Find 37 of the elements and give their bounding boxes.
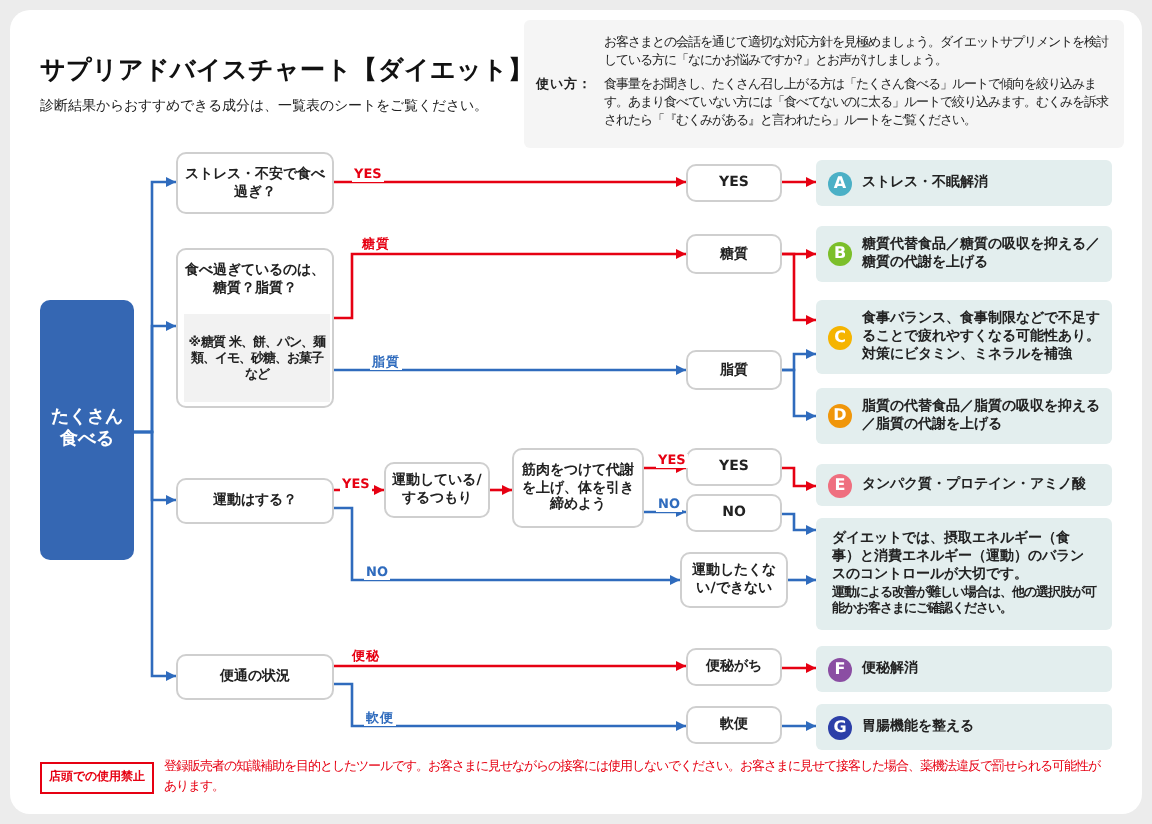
arrow xyxy=(644,506,686,518)
result-box xyxy=(816,160,1112,206)
arrow xyxy=(782,512,816,536)
arrow xyxy=(782,466,816,492)
arrow xyxy=(134,430,176,682)
arrow xyxy=(644,462,686,474)
arrow xyxy=(782,368,816,422)
letter-badge: G xyxy=(828,715,852,739)
result-box xyxy=(816,704,1112,750)
result-box xyxy=(816,300,1112,374)
result-box xyxy=(816,226,1112,282)
arrow xyxy=(782,662,816,674)
arrow xyxy=(788,574,816,586)
letter-badge: F xyxy=(828,657,852,681)
title: サプリアドバイスチャート【ダイエット】 xyxy=(40,54,534,88)
arrow xyxy=(782,176,816,188)
letter-badge: E xyxy=(828,473,852,497)
arrow xyxy=(334,506,680,586)
result-box xyxy=(816,464,1112,506)
arrow xyxy=(782,720,816,732)
arrow xyxy=(334,660,686,672)
letter-badge: A xyxy=(828,171,852,195)
advice-box xyxy=(816,518,1112,630)
arrow xyxy=(782,252,816,326)
arrow xyxy=(490,484,512,496)
result-box xyxy=(816,388,1112,444)
arrow xyxy=(334,248,686,320)
letter-badge: C xyxy=(828,325,852,349)
letter-badge: B xyxy=(828,242,852,266)
arrow xyxy=(334,364,686,376)
letter-badge: D xyxy=(828,404,852,428)
question-box xyxy=(176,248,334,408)
arrow xyxy=(334,682,686,732)
arrow xyxy=(334,176,686,188)
arrow xyxy=(334,484,384,496)
start-box: たくさん食べる xyxy=(40,300,134,560)
result-box xyxy=(816,646,1112,692)
